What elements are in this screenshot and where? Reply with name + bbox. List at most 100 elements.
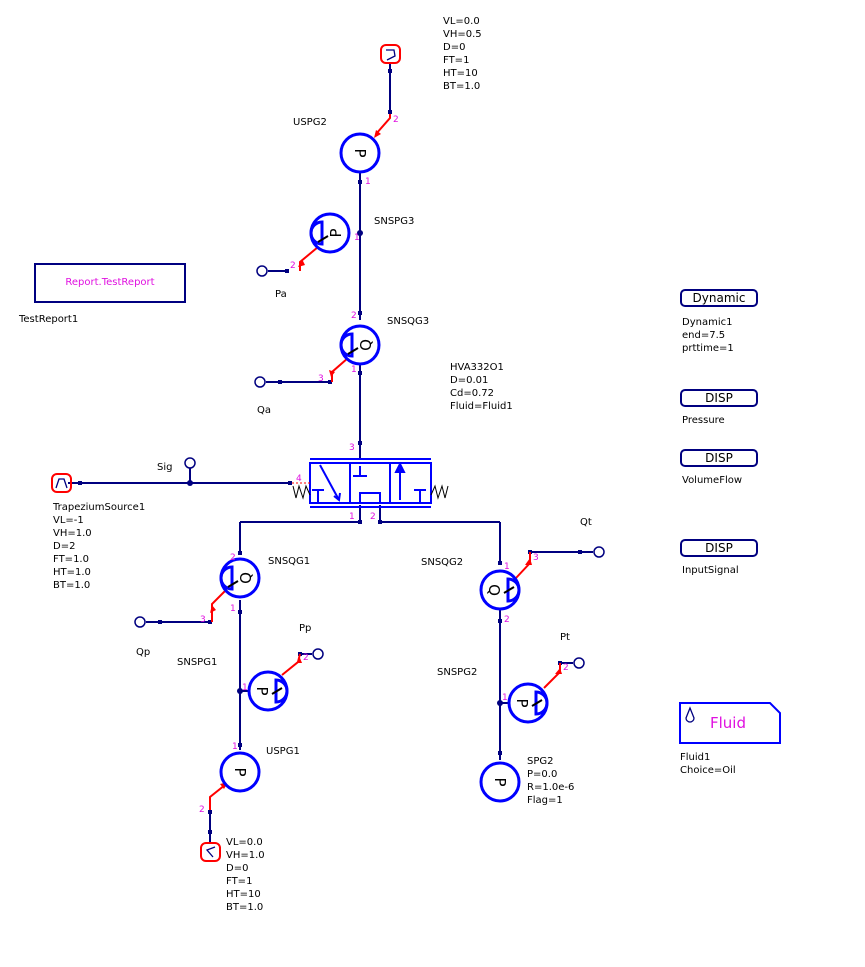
pin-label: 3 [533, 553, 539, 563]
spg2-params: SPG2 P=0.0 R=1.0e-6 Flag=1 [527, 756, 575, 806]
pin-label: 2 [563, 663, 569, 673]
snspg2-symbol: P [513, 698, 531, 707]
gauge-icon [219, 565, 234, 591]
pin-label: 1 [354, 233, 360, 243]
uspg1-circle[interactable] [219, 751, 261, 793]
port-marker [238, 551, 242, 555]
pin-label: 1 [351, 365, 357, 375]
gauge-needle [531, 699, 543, 707]
port-marker [208, 810, 212, 814]
disp-volumeflow-block[interactable]: DISP [680, 449, 758, 467]
port-marker [285, 269, 289, 273]
port-marker [358, 520, 362, 524]
port-marker [498, 619, 502, 623]
uspg1-label: USPG1 [266, 746, 300, 757]
port-marker [238, 610, 242, 614]
snsqg3-label: SNSQG3 [387, 316, 430, 327]
junction-dot [357, 230, 363, 236]
spg2-symbol: P [491, 777, 509, 786]
spring-right [430, 484, 449, 500]
fluid-block[interactable] [679, 702, 781, 744]
gauge-needle [271, 687, 283, 695]
gauge-needle [227, 580, 239, 588]
junction-dot [237, 688, 243, 694]
probe-sig[interactable] [184, 457, 196, 469]
port-marker [498, 751, 502, 755]
signal-arrow [299, 246, 319, 271]
snspg1-label: SNSPG1 [177, 657, 218, 668]
pin-label: 3 [349, 443, 355, 453]
pin-label: 1 [365, 177, 371, 187]
arrowhead [329, 370, 335, 377]
disp-volumeflow-name: VolumeFlow [682, 475, 743, 486]
port-marker [358, 441, 362, 445]
junction-dot [497, 700, 503, 706]
arrowhead [296, 658, 302, 663]
directional-valve[interactable] [309, 458, 432, 508]
arrowhead [210, 605, 216, 613]
port-marker [328, 380, 332, 384]
test-report-block[interactable]: Report.TestReport [34, 263, 186, 303]
dynamic-block[interactable]: Dynamic [680, 289, 758, 307]
gauge-icon [339, 332, 354, 358]
pin-label: 3 [318, 374, 324, 384]
signal-arrow [543, 663, 561, 689]
port-marker [378, 520, 382, 524]
disp-pressure-block[interactable]: DISP [680, 389, 758, 407]
arrowhead [525, 558, 532, 565]
port-marker [158, 620, 162, 624]
gauge-needle [347, 347, 359, 355]
source-frame [380, 44, 401, 64]
probe-pp[interactable] [312, 648, 324, 660]
source-frame [51, 473, 72, 493]
pin-label: 2 [303, 653, 309, 663]
pin-label: 1 [504, 562, 510, 572]
pin-label: 1 [242, 683, 248, 693]
top-source-params: VL=0.0 VH=0.5 D=0 FT=1 HT=10 BT=1.0 [443, 16, 482, 92]
arrowhead [374, 130, 381, 138]
fluid-params: Fluid1 Choice=Oil [680, 752, 736, 776]
probe-pa[interactable] [256, 265, 268, 277]
spg2-circle[interactable] [479, 761, 521, 803]
probe-qt[interactable] [593, 546, 605, 558]
pin-label: 1 [232, 742, 238, 752]
pin-label: 4 [296, 474, 302, 484]
disp-inputsignal-name: InputSignal [682, 565, 739, 576]
gauge-icon [534, 690, 549, 716]
port-marker [288, 481, 292, 485]
pin-label: 2 [370, 512, 376, 522]
gauge-icon [274, 678, 289, 704]
gauge-icon [309, 220, 324, 246]
probe-qp[interactable] [134, 616, 146, 628]
pa-label: Pa [275, 289, 287, 300]
port-marker [358, 371, 362, 375]
gauge-icon [506, 577, 521, 603]
snspg3-label: SNSPG3 [374, 216, 415, 227]
qt-label: Qt [580, 517, 592, 528]
signal-arrow [211, 587, 229, 622]
uspg2-circle[interactable] [339, 132, 381, 174]
uspg2-label: USPG2 [293, 117, 327, 128]
port-marker [238, 743, 242, 747]
arrowhead [298, 259, 305, 267]
snspg2-label: SNSPG2 [437, 667, 478, 678]
gauge-needle [317, 235, 329, 243]
snspg3-symbol: P [327, 228, 345, 237]
snsqg3-symbol: Q [357, 339, 375, 351]
pp-label: Pp [299, 623, 312, 634]
ramp-source-icon [205, 846, 216, 858]
signal-arrow [331, 357, 349, 382]
port-marker [388, 110, 392, 114]
probe-pt[interactable] [573, 657, 585, 669]
port-marker [358, 311, 362, 315]
bottom-source-params: VL=0.0 VH=1.0 D=0 FT=1 HT=10 BT=1.0 [226, 837, 265, 913]
pin-label: 1 [230, 604, 236, 614]
pin-label: 2 [504, 615, 510, 625]
pin-label: 1 [502, 693, 508, 703]
junction-dot [187, 480, 193, 486]
qa-label: Qa [257, 405, 271, 416]
probe-qa[interactable] [254, 376, 266, 388]
disp-inputsignal-block[interactable]: DISP [680, 539, 758, 557]
